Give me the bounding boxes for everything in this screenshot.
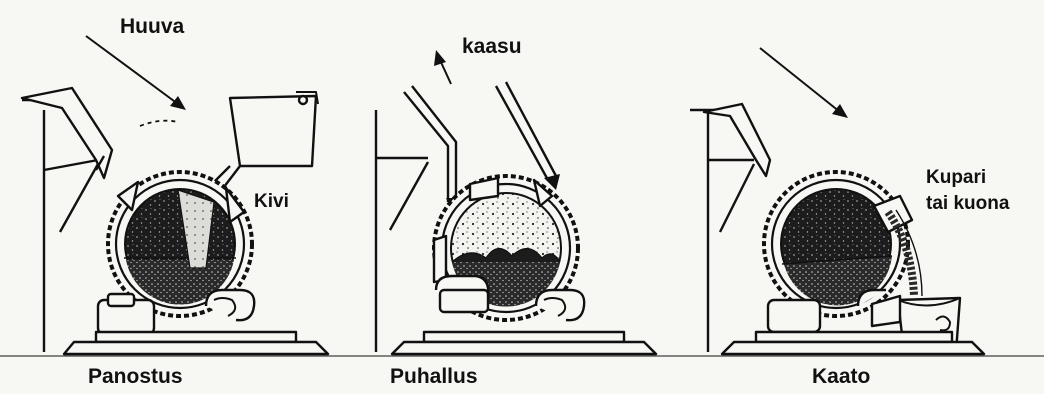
stage-blowing <box>376 50 656 354</box>
caption-panostus: Panostus <box>88 364 183 390</box>
gas-outlet-arrow <box>434 50 451 84</box>
hood <box>22 88 112 178</box>
hood <box>704 104 770 176</box>
caption-kaato: Kaato <box>812 364 870 390</box>
support-frame <box>690 110 754 352</box>
exhaust-arrow <box>760 48 848 118</box>
label-kivi: Kivi <box>254 190 289 214</box>
support-frame <box>376 110 428 352</box>
converter-vessel <box>764 172 912 316</box>
label-kupari-line2: tai kuona <box>926 192 1009 216</box>
huuva-arrow <box>86 36 186 126</box>
label-huuva: Huuva <box>120 14 184 40</box>
label-kaasu: kaasu <box>462 34 522 60</box>
caption-puhallus: Puhallus <box>390 364 478 390</box>
label-kupari-line1: Kupari <box>926 166 986 190</box>
tuyere-pipe <box>496 82 560 190</box>
